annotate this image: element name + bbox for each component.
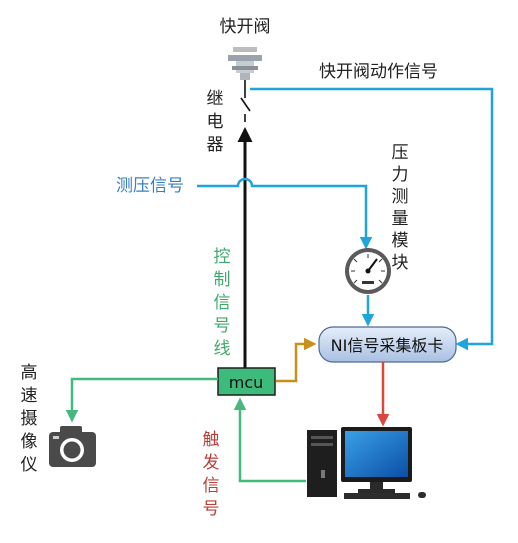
computer-icon — [307, 427, 426, 499]
svg-text:像: 像 — [21, 432, 38, 452]
mcu-to-ni-line — [276, 337, 317, 383]
valve-signal-label: 快开阀动作信号 — [319, 62, 438, 82]
valve-label: 快开阀 — [220, 17, 271, 37]
pressure-signal-label: 测压信号 — [116, 176, 184, 196]
pressure-module-label: 压 力 测 量 模 块 — [392, 143, 409, 273]
ni-acquisition-card: NI信号采集板卡 — [318, 326, 457, 363]
svg-text:压: 压 — [392, 143, 409, 163]
svg-text:器: 器 — [207, 135, 224, 155]
svg-text:信: 信 — [214, 293, 231, 313]
svg-text:力: 力 — [392, 165, 409, 185]
mcu-box: mcu — [217, 367, 276, 396]
svg-text:号: 号 — [214, 316, 231, 336]
relay-label: 继 电 器 — [207, 89, 224, 155]
camera-icon — [49, 426, 96, 467]
svg-text:速: 速 — [21, 386, 38, 406]
control-line-label: 控 制 信 号 线 — [214, 247, 231, 359]
svg-text:线: 线 — [214, 339, 231, 359]
ni-card-label: NI信号采集板卡 — [331, 336, 444, 355]
mcu-to-camera-line — [65, 377, 218, 423]
svg-text:发: 发 — [203, 453, 220, 473]
svg-text:制: 制 — [214, 270, 231, 290]
svg-text:仪: 仪 — [21, 455, 38, 475]
svg-text:测: 测 — [392, 187, 409, 207]
trigger-label: 触 发 信 号 — [203, 430, 220, 519]
valve-icon — [228, 47, 262, 80]
svg-text:号: 号 — [203, 499, 220, 519]
pressure-gauge-icon — [345, 248, 391, 294]
svg-text:继: 继 — [207, 89, 224, 109]
relay-switch-icon — [240, 80, 251, 122]
svg-text:信: 信 — [203, 476, 220, 496]
svg-text:块: 块 — [392, 253, 409, 273]
camera-label: 高 速 摄 像 仪 — [21, 363, 38, 475]
svg-text:模: 模 — [392, 231, 409, 251]
svg-text:控: 控 — [214, 247, 231, 267]
trigger-signal-line — [233, 397, 306, 483]
mcu-label: mcu — [229, 373, 264, 392]
pressure-signal-line — [197, 177, 373, 250]
svg-text:摄: 摄 — [21, 409, 38, 429]
svg-text:触: 触 — [203, 430, 220, 450]
svg-text:高: 高 — [21, 363, 38, 383]
valve-signal-line — [250, 87, 494, 351]
svg-text:量: 量 — [392, 209, 409, 229]
svg-text:电: 电 — [207, 112, 224, 132]
